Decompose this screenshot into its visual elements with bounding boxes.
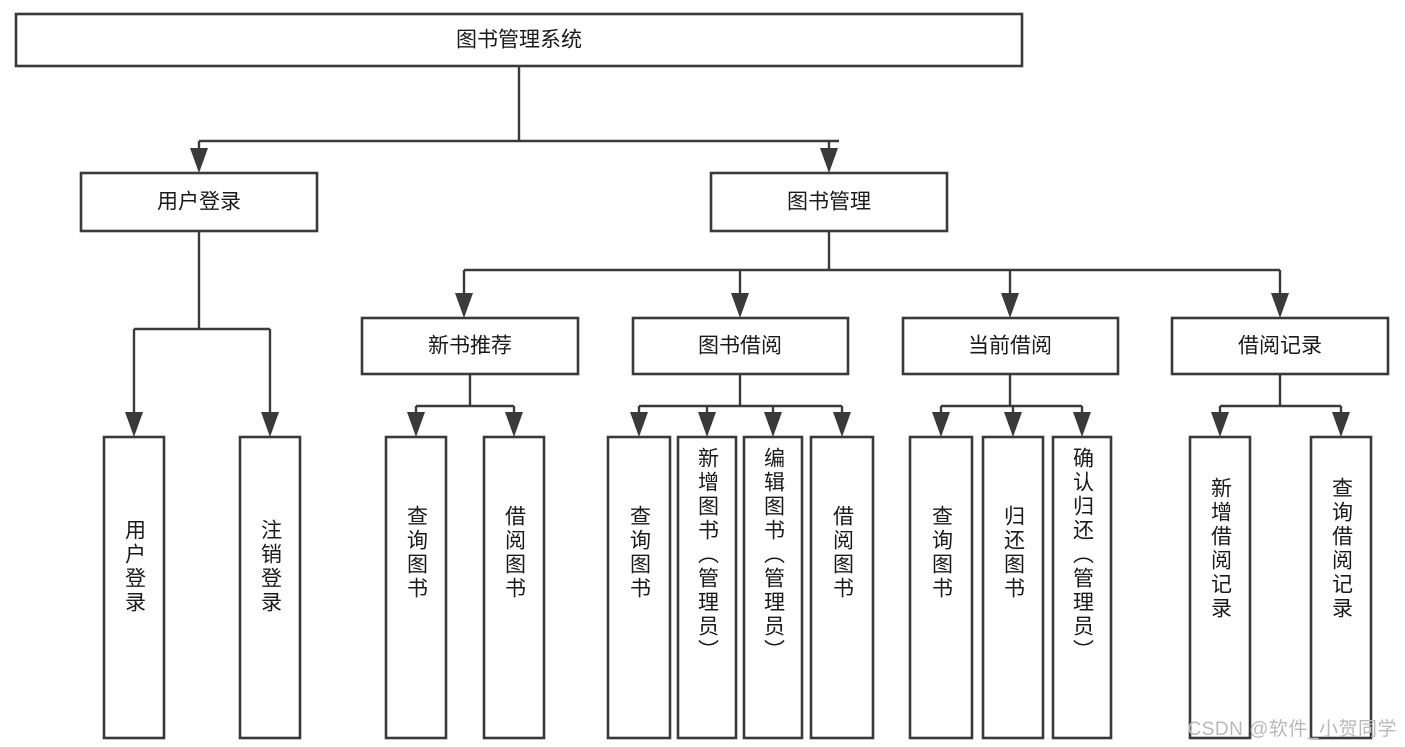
node-new-book-recommend[interactable] <box>360 316 580 376</box>
arrow-head-book-borrow <box>731 293 749 318</box>
arrow-head-borrow-record <box>1271 293 1289 318</box>
node-leaf-query-book-borrow[interactable] <box>606 435 672 740</box>
node-book-management-label: 图书管理 <box>787 191 871 214</box>
node-user-login[interactable] <box>79 171 319 233</box>
node-current-borrow-label: 当前借阅 <box>968 335 1052 358</box>
arrow-head-leaf-return-book <box>1004 412 1022 437</box>
node-borrow-record-label: 借阅记录 <box>1238 335 1322 358</box>
node-root[interactable] <box>14 12 1024 68</box>
node-new-book-recommend-label: 新书推荐 <box>428 335 512 358</box>
node-leaf-return-book[interactable] <box>981 435 1045 740</box>
node-leaf-query-borrow-record[interactable] <box>1309 435 1373 740</box>
node-leaf-user-login[interactable] <box>102 435 166 740</box>
node-user-login-label: 用户登录 <box>157 191 241 214</box>
node-layer: 图书管理系统 用户登录 图书管理 新书推荐 图书借阅 当前借阅 借阅记录 <box>14 12 1390 740</box>
node-leaf-confirm-return[interactable] <box>1051 435 1113 740</box>
arrow-head-current-borrow <box>1001 293 1019 318</box>
node-leaf-edit-book[interactable] <box>742 435 804 740</box>
arrow-head-book-management <box>820 148 838 173</box>
arrow-head-user-login <box>190 148 208 173</box>
node-leaf-query-book-current[interactable] <box>908 435 974 740</box>
arrow-head-leaf-edit-book <box>764 412 782 437</box>
arrow-head-leaf-query-book-rec <box>407 412 425 437</box>
node-leaf-borrow-book[interactable] <box>809 435 875 740</box>
node-leaf-query-book-rec[interactable] <box>384 435 448 740</box>
node-leaf-add-book[interactable] <box>676 435 738 740</box>
node-current-borrow[interactable] <box>901 316 1120 376</box>
node-root-label: 图书管理系统 <box>456 29 582 52</box>
arrow-head-leaf-query-book-current <box>932 412 950 437</box>
arrow-head-new-book-recommend <box>455 293 473 318</box>
arrow-head-leaf-add-book <box>698 412 716 437</box>
arrow-head-leaf-borrow-book-rec <box>505 412 523 437</box>
arrow-head-leaf-add-borrow-record <box>1211 412 1229 437</box>
watermark: CSDN @软件_小贺同学 <box>1187 719 1397 740</box>
connector-layer <box>125 66 1350 437</box>
node-leaf-logout[interactable] <box>238 435 302 740</box>
arrow-head-leaf-logout <box>261 412 279 437</box>
arrow-head-leaf-user-login <box>125 412 143 437</box>
arrow-head-leaf-confirm-return <box>1073 412 1091 437</box>
node-borrow-record[interactable] <box>1170 316 1390 376</box>
node-leaf-add-borrow-record[interactable] <box>1188 435 1252 740</box>
node-book-borrow-label: 图书借阅 <box>698 335 782 358</box>
node-leaf-borrow-book-rec[interactable] <box>482 435 546 740</box>
arrow-head-leaf-query-borrow-record <box>1332 412 1350 437</box>
node-book-management[interactable] <box>709 171 949 233</box>
arrow-head-leaf-borrow-book <box>833 412 851 437</box>
node-book-borrow[interactable] <box>631 316 850 376</box>
arrow-head-leaf-query-book-borrow <box>630 412 648 437</box>
